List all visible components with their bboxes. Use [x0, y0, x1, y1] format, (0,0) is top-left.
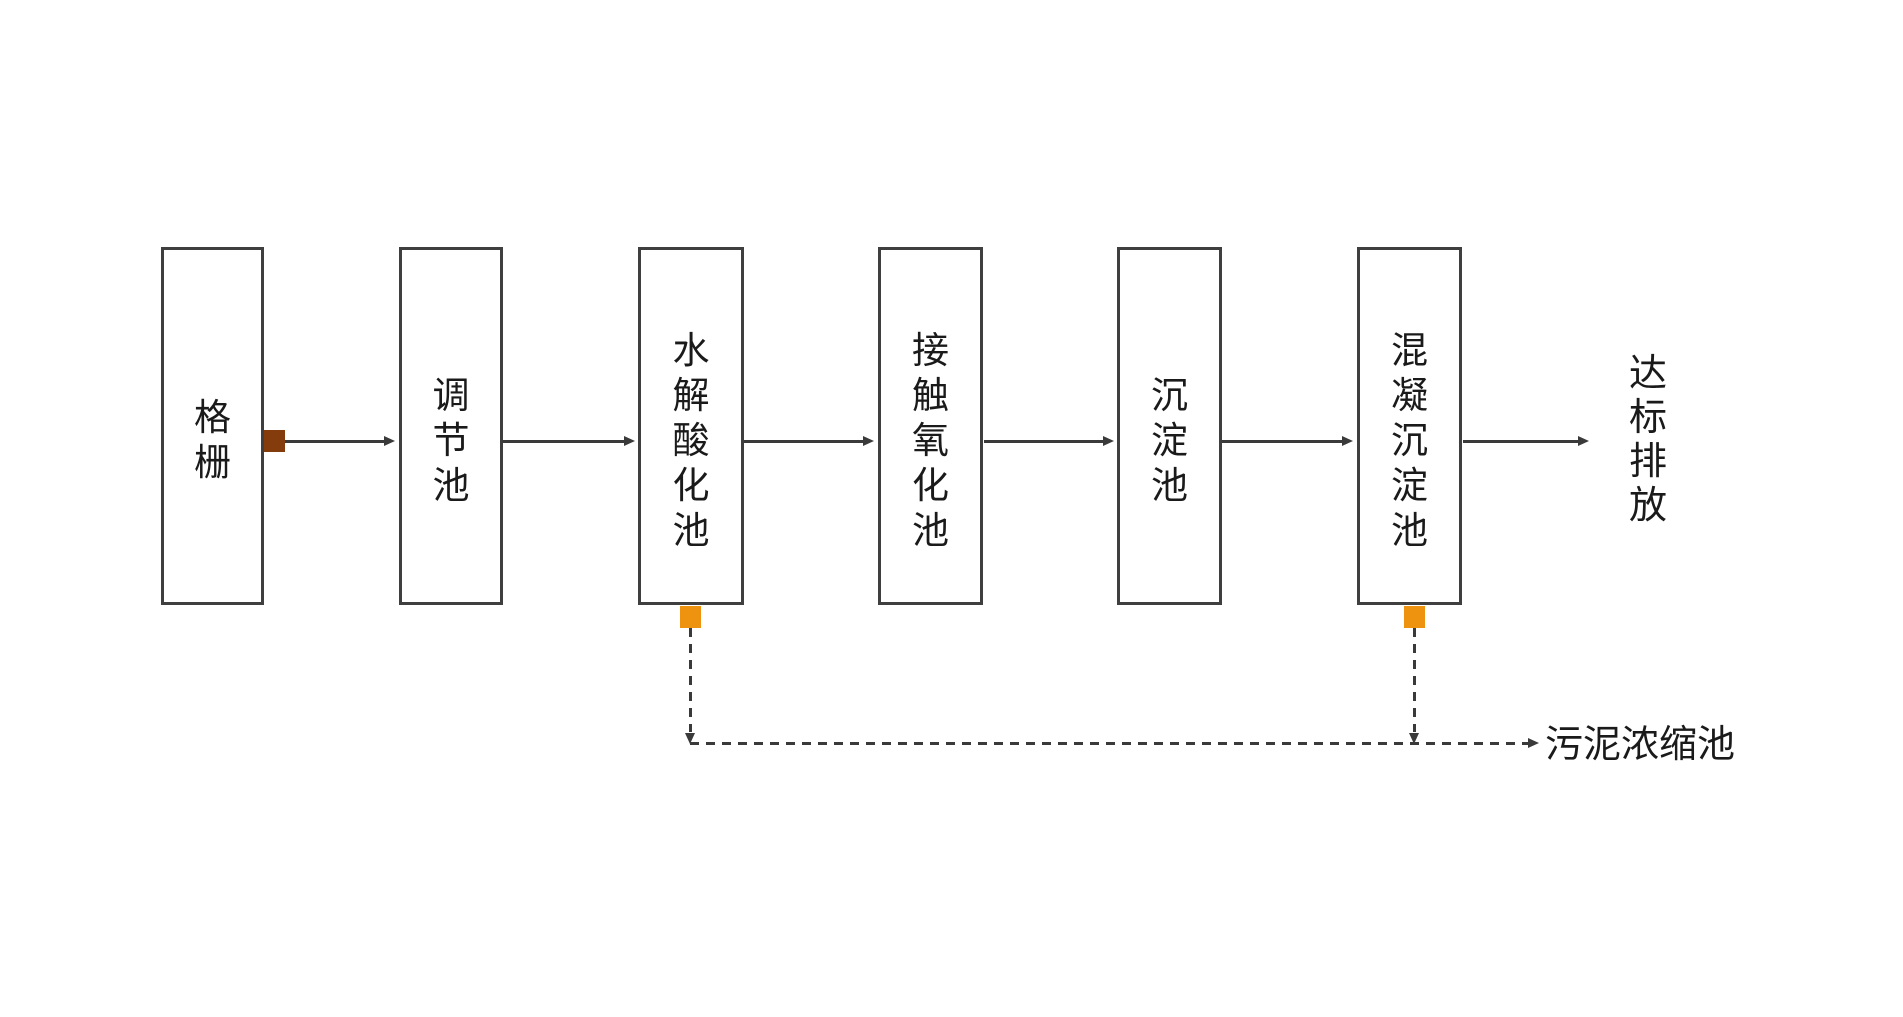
node-equalization-tank: 调节池: [399, 247, 503, 605]
node-coagulation-sedimentation-tank-label: 混凝沉淀池: [1391, 329, 1428, 551]
arrow-screen-to-equalization: [285, 436, 395, 446]
arrow-sedimentation-to-coagulation: [1222, 436, 1353, 446]
arrow-hydrolysis-to-contact-oxidation: [744, 436, 874, 446]
node-coagulation-sedimentation-tank: 混凝沉淀池: [1357, 247, 1462, 605]
dashed-line-hydrolysis-down: [689, 628, 692, 732]
node-hydrolysis-acidification-tank: 水解酸化池: [638, 247, 744, 605]
label-sludge-thickening-tank: 污泥浓缩池: [1545, 724, 1736, 766]
node-sedimentation-tank: 沉淀池: [1117, 247, 1222, 605]
inlet-marker-square: [264, 430, 285, 452]
dashed-line-coagulation-down: [1413, 628, 1416, 732]
node-sedimentation-tank-label: 沉淀池: [1151, 374, 1188, 506]
node-bar-screen: 格栅: [161, 247, 264, 605]
arrow-contact-oxidation-to-sedimentation: [984, 436, 1114, 446]
node-bar-screen-label: 格栅: [194, 397, 231, 483]
arrow-equalization-to-hydrolysis: [503, 436, 635, 446]
arrow-coagulation-to-discharge: [1463, 436, 1589, 446]
dashed-arrowhead-coagulation-down: [1409, 733, 1419, 744]
sludge-port-marker-coagulation: [1404, 606, 1425, 628]
node-equalization-tank-label: 调节池: [432, 374, 470, 506]
node-hydrolysis-acidification-tank-label: 水解酸化池: [672, 329, 710, 551]
label-discharge-up-to-standard: 达标排放: [1628, 353, 1667, 527]
dashed-line-to-sludge-tank: [690, 742, 1528, 745]
sludge-port-marker-hydrolysis: [680, 606, 701, 628]
dashed-arrowhead-hydrolysis-down: [685, 733, 695, 744]
dashed-arrowhead-to-sludge-tank: [1528, 738, 1539, 748]
node-contact-oxidation-tank-label: 接触氧化池: [912, 329, 949, 551]
node-contact-oxidation-tank: 接触氧化池: [878, 247, 983, 605]
